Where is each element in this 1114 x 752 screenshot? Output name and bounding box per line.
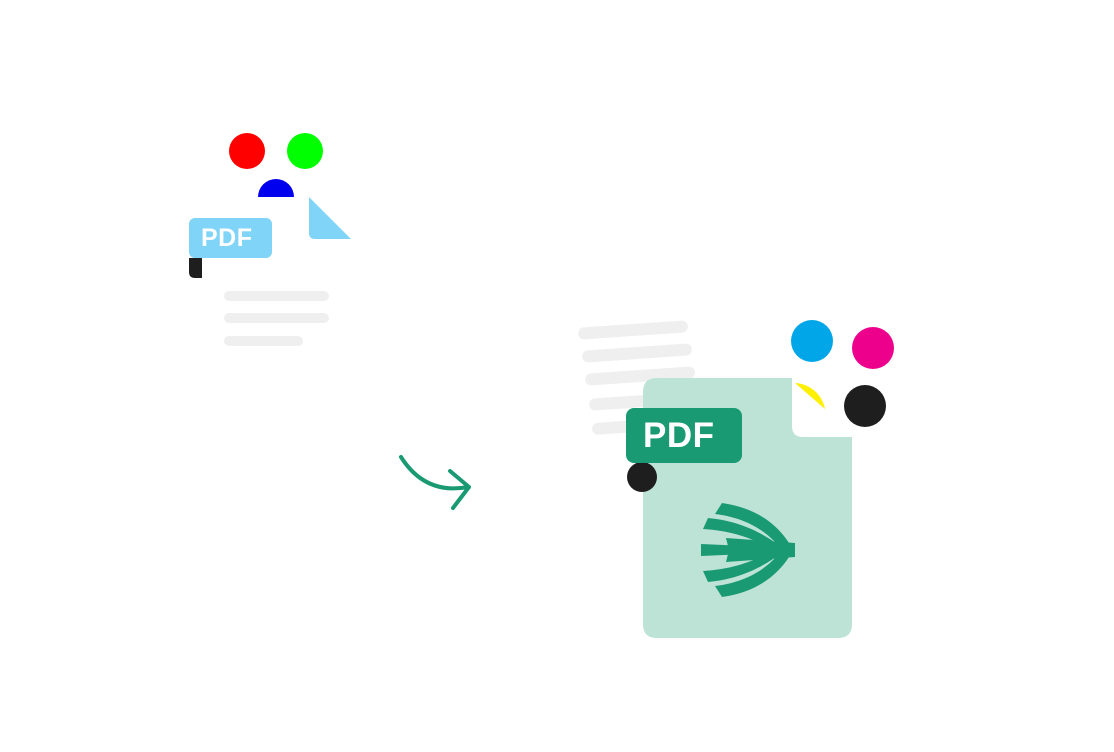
- cyan-dot-icon: [791, 320, 833, 362]
- yellow-dot-icon: [795, 383, 825, 409]
- cmyk-pdf-badge: [626, 408, 742, 463]
- green-dot-icon: [287, 133, 323, 169]
- black-dot-icon: [844, 385, 886, 427]
- cmyk-pdf-badge-label: PDF: [643, 416, 715, 455]
- text-line-1: [224, 291, 329, 301]
- badge-shadow: [189, 258, 202, 278]
- badge-shadow: [627, 462, 657, 492]
- rgb-pdf-badge-label: PDF: [201, 224, 253, 252]
- magenta-dot-icon: [852, 327, 894, 369]
- page-corner-fold-icon: [309, 197, 351, 239]
- text-line-2: [224, 313, 329, 323]
- text-line-3: [224, 336, 303, 346]
- brand-logo-icon: [701, 503, 795, 597]
- red-dot-icon: [229, 133, 265, 169]
- rgb-pdf-badge: [189, 218, 272, 258]
- blue-dot-icon: [258, 179, 294, 197]
